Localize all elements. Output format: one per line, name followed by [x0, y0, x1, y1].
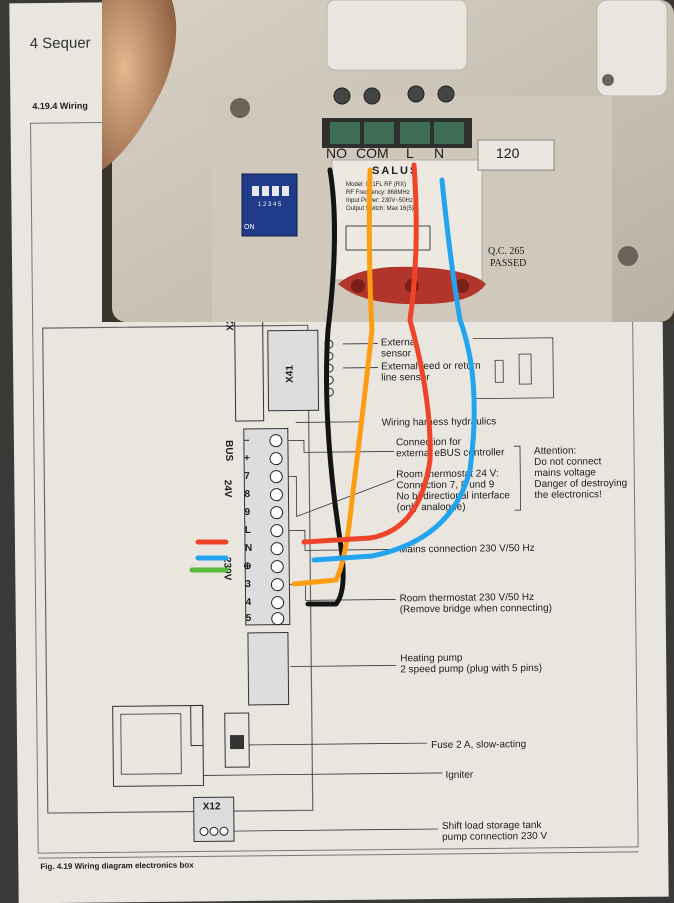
device-brand: SALUS	[372, 166, 419, 177]
terminal-plus: +	[244, 453, 250, 464]
terminal-n: N	[245, 543, 252, 554]
terminal-3: 3	[245, 579, 251, 590]
terminal-minus: –	[244, 435, 250, 446]
callout-heating-pump-2: 2 speed pump (plug with 5 pins)	[400, 663, 542, 675]
device-terminal-com: COM	[356, 148, 389, 159]
terminal-4: 4	[246, 597, 252, 608]
callout-attention-2: Do not connect	[534, 456, 601, 468]
terminal-8: 8	[244, 489, 250, 500]
figure-caption: Fig. 4.19 Wiring diagram electronics box	[40, 860, 193, 873]
terminal-9: 9	[245, 507, 251, 518]
terminal-7: 7	[244, 471, 250, 482]
callout-attention-1: Attention:	[534, 446, 576, 457]
device-dip-label: ON	[244, 222, 255, 233]
terminal-5: 5	[246, 613, 252, 624]
callout-attention-4: Danger of destroying	[534, 478, 627, 490]
device-spec-2: RF Frequency: 868MHz	[346, 190, 410, 197]
callout-thermostat24-4: (only analogue)	[397, 502, 466, 514]
callout-heating-pump-1: Heating pump	[400, 653, 462, 665]
device-terminal-no: NO	[326, 148, 347, 159]
device-terminal-l: L	[406, 148, 414, 159]
device-qc-1: Q.C. 265	[488, 246, 524, 257]
callout-feed-return-2: line sensor	[381, 372, 429, 384]
x12-label: X12	[203, 801, 221, 812]
device-terminal-n: N	[434, 148, 444, 159]
device-photo: NO COM L N 120 SALUS Model: 091FL RF (RX…	[102, 0, 674, 322]
device-box-number: 120	[496, 148, 519, 159]
callout-igniter: Igniter	[445, 770, 473, 781]
callout-storage-pump-2: pump connection 230 V	[442, 831, 547, 843]
terminal-earth: ⊕	[243, 561, 252, 572]
callout-external-sensor-2: sensor	[381, 348, 411, 359]
device-qc-2: PASSED	[490, 258, 526, 269]
device-spec-1: Model: 091FL RF (RX)	[346, 182, 406, 189]
terminal-l: L	[245, 525, 251, 536]
bus-label: BUS	[223, 440, 234, 461]
callout-mains: Mains connection 230 V/50 Hz	[399, 543, 535, 555]
v230-label: 230V	[221, 557, 232, 580]
callout-external-sensor-1: External	[381, 337, 418, 348]
device-spec-4: Output Switch: Max 16(5)A	[346, 206, 418, 213]
device-dip-numbers: 1 2 3 4 5	[258, 200, 281, 211]
callout-harness: Wiring harness hydraulics	[382, 416, 497, 428]
callout-attention-3: mains voltage	[534, 467, 596, 479]
x41-label: X41	[285, 365, 296, 383]
callout-thermostat24-3: No bi-directional interface	[396, 490, 509, 502]
callout-attention-5: the electronics!	[534, 489, 601, 501]
device-spec-3: Input Power: 230V~50Hz	[346, 198, 413, 205]
callout-ebus-2: external eBUS controller	[396, 447, 504, 459]
callout-fuse: Fuse 2 A, slow-acting	[431, 739, 526, 751]
callout-thermostat230-2: (Remove bridge when connecting)	[400, 603, 552, 616]
device-photo-drawing	[102, 0, 674, 322]
callout-ebus-1: Connection for	[396, 437, 461, 449]
callout-feed-return-1: External feed or return	[381, 361, 481, 373]
v24-label: 24V	[222, 480, 233, 498]
